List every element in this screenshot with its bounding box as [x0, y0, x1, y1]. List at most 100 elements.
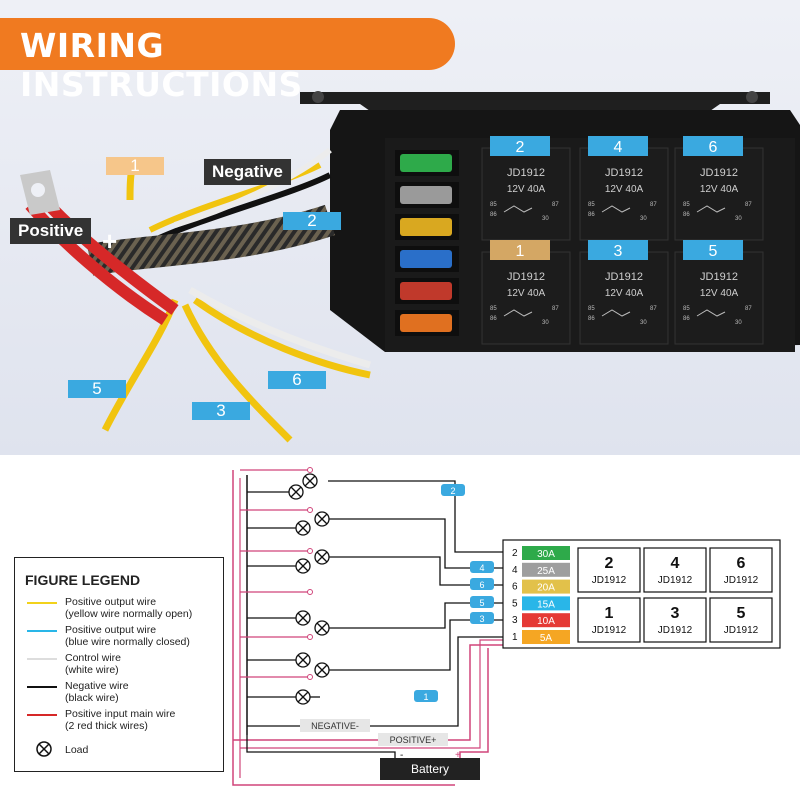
- relay-tag: [490, 240, 550, 260]
- control-terminal: [307, 674, 313, 680]
- relay-pin-label: 86: [490, 212, 497, 218]
- black-wire: [153, 172, 332, 243]
- relay-pin-label: 86: [490, 316, 497, 322]
- relay-pin-label: 87: [650, 202, 657, 208]
- legend-swatch: [27, 602, 57, 604]
- relay-cell-number: 3: [671, 605, 680, 622]
- relay-pin-label: 87: [552, 202, 559, 208]
- diagram-wire-tag: [470, 561, 494, 573]
- load-icon: [295, 558, 311, 574]
- legend-item-label: Negative wire (black wire): [65, 680, 129, 704]
- relay-tag: [588, 136, 648, 156]
- legend-swatch: [27, 714, 57, 716]
- relay-cell: [643, 597, 707, 643]
- relay-pin-label: 30: [735, 320, 742, 326]
- relay-symbol: [601, 205, 631, 213]
- diagram-wire-tag: [414, 690, 438, 702]
- load-icon: [295, 520, 311, 536]
- relay-model-text: JD1912: [605, 271, 643, 283]
- diagram-wire-tag-label: 4: [479, 563, 484, 573]
- mount-hole: [312, 91, 324, 103]
- relay-pin-label: 86: [683, 212, 690, 218]
- relay-rating-text: 12V 40A: [507, 288, 546, 299]
- relay-symbol: [696, 309, 726, 317]
- blade-fuse: [400, 282, 452, 300]
- relay-cell-model: JD1912: [724, 575, 759, 586]
- relay-tag-label: 1: [516, 243, 525, 260]
- yellow-wire: [101, 298, 179, 432]
- relay-cell-number: 5: [737, 605, 746, 622]
- diagram-wire-tag: [441, 484, 465, 496]
- relay-symbol: [601, 309, 631, 317]
- legend-item-label: Positive input main wire (2 red thick wi…: [65, 708, 176, 732]
- diagram-wire-tag-label: 1: [423, 692, 428, 702]
- diagram-wire-tag-label: 5: [479, 598, 484, 608]
- fuse-rating-cell: [522, 546, 570, 560]
- control-terminal: [307, 634, 313, 640]
- yellow-wire: [192, 297, 371, 379]
- legend-swatch: [27, 686, 57, 688]
- positive-feed: [240, 639, 510, 749]
- fuse-rating: 15A: [537, 599, 555, 610]
- relay-cell-model: JD1912: [592, 625, 627, 636]
- relay-tag-label: 4: [614, 139, 623, 156]
- fuse-rating: 20A: [537, 583, 555, 594]
- negative-bus: [370, 636, 510, 727]
- battery-positive: [459, 648, 489, 758]
- relay-cell-model: JD1912: [658, 625, 693, 636]
- relay-module: [481, 251, 571, 345]
- fuse-number: 6: [512, 582, 518, 593]
- relay-model-text: JD1912: [507, 271, 545, 283]
- legend-item-label: Control wire (white wire): [65, 652, 122, 676]
- relay-symbol: [503, 205, 533, 213]
- diagram-wire-tag-label: 2: [450, 486, 455, 496]
- positive-bus-label: POSITIVE+: [390, 735, 437, 745]
- relay-pin-label: 85: [490, 202, 497, 208]
- diagram-wire-tag: [470, 596, 494, 608]
- positive-label: Positive: [10, 218, 92, 244]
- relay-cell-number: 4: [671, 555, 680, 572]
- wire-tag-1: 1: [106, 157, 164, 175]
- relay-module: [579, 251, 669, 345]
- relay-tag-label: 2: [516, 139, 525, 156]
- relay-cell-number: 6: [737, 555, 746, 572]
- relay-pin-label: 87: [650, 306, 657, 312]
- output-wire-4: [328, 518, 510, 569]
- wire-tag-3: 3: [192, 402, 250, 420]
- relay-model-text: JD1912: [700, 271, 738, 283]
- load-icon: [314, 620, 330, 636]
- fuse-rating: 10A: [537, 616, 555, 627]
- wire-tag-6: 6: [268, 371, 326, 389]
- yellow-wire: [181, 303, 293, 443]
- relay-rating-text: 12V 40A: [605, 184, 644, 195]
- fuse-number: 4: [512, 565, 518, 576]
- load-icon: [314, 662, 330, 678]
- relay-pin-label: 85: [490, 306, 497, 312]
- load-icon: [295, 610, 311, 626]
- relay-model-text: JD1912: [605, 167, 643, 179]
- mount-hole: [746, 91, 758, 103]
- relay-cell-model: JD1912: [658, 575, 693, 586]
- diagram-loads: [288, 473, 330, 705]
- fuse-column: [395, 150, 459, 336]
- relay-rating-text: 12V 40A: [700, 184, 739, 195]
- white-wire: [188, 286, 372, 369]
- positive-feed: [233, 644, 510, 741]
- relay-symbol: [696, 205, 726, 213]
- fuse-number: 2: [512, 548, 518, 559]
- blade-fuse: [400, 218, 452, 236]
- relay-tag: [588, 240, 648, 260]
- ring-terminal-hole: [31, 183, 45, 197]
- relay-tag-label: 5: [709, 243, 718, 260]
- relay-pin-label: 85: [588, 202, 595, 208]
- legend-load-label: Load: [65, 744, 89, 756]
- battery-neg-label: -: [400, 750, 403, 761]
- load-icon: [295, 652, 311, 668]
- diagram-wire-tag: [470, 578, 494, 590]
- relay-tag: [683, 240, 743, 260]
- legend-item-label: Positive output wire (blue wire normally…: [65, 624, 190, 648]
- diagram-wire-tag-label: 6: [479, 580, 484, 590]
- fuse-rating-cell: [522, 596, 570, 611]
